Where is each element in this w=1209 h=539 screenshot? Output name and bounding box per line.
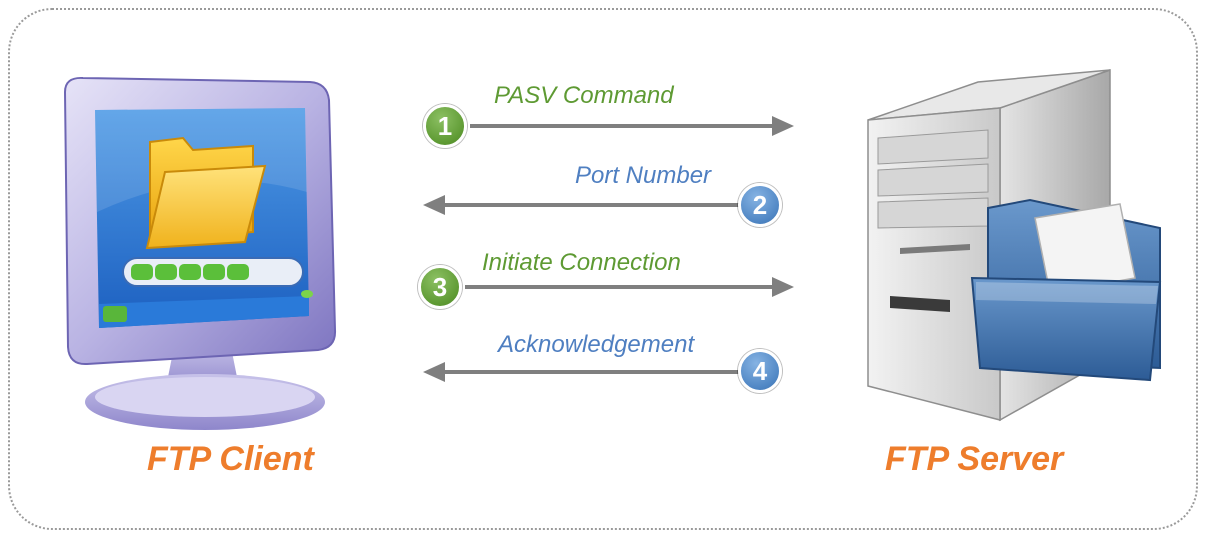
step-3-label: Initiate Connection: [482, 249, 681, 276]
step-2-arrow: [442, 203, 742, 207]
step-2-label: Port Number: [575, 162, 712, 189]
client-label: FTP Client: [147, 440, 314, 478]
step-4-badge: 4: [738, 349, 782, 393]
arrowhead-right-icon: [772, 277, 794, 297]
step-1-badge: 1: [423, 104, 467, 148]
arrowhead-left-icon: [423, 362, 445, 382]
step-4-arrow: [442, 370, 742, 374]
diagram-frame: [8, 8, 1198, 530]
step-3-badge: 3: [418, 265, 462, 309]
step-1-label: PASV Command: [494, 82, 674, 109]
server-tower-icon: [867, 68, 1162, 422]
server-label: FTP Server: [885, 440, 1064, 478]
arrowhead-right-icon: [772, 116, 794, 136]
step-2-badge: 2: [738, 183, 782, 227]
step-4-label: Acknowledgement: [498, 331, 695, 358]
computer-monitor-icon: [63, 76, 337, 430]
step-3-arrow: [465, 285, 775, 289]
arrowhead-left-icon: [423, 195, 445, 215]
step-1-arrow: [470, 124, 775, 128]
